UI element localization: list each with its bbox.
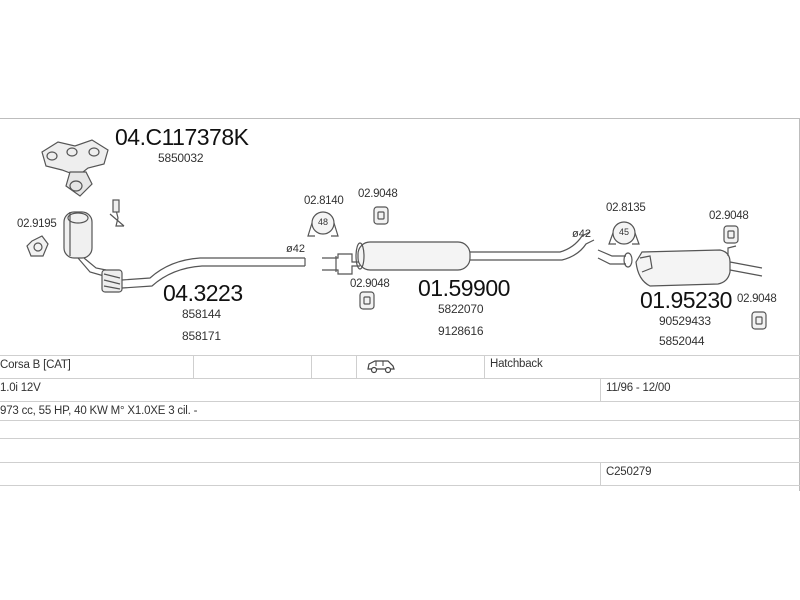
rear-pipe-diameter: ø42 <box>572 228 591 240</box>
table-divider <box>356 356 357 378</box>
rubber-mount-3-code: 02.9048 <box>709 210 749 222</box>
vehicle-body: Hatchback <box>490 358 543 370</box>
gasket-left-code: 02.9195 <box>17 218 57 230</box>
clamp-rear-size: 45 <box>619 227 630 237</box>
lambda-sensor-drawing <box>109 199 125 227</box>
table-divider <box>600 463 601 485</box>
vehicle-spec: 973 cc, 55 HP, 40 KW M° X1.0XE 3 cil. - <box>0 405 198 417</box>
rubber-mount-2-code: 02.9048 <box>350 278 390 290</box>
rear-silencer-drawing <box>597 245 763 287</box>
rubber-mount-3-drawing <box>723 225 739 244</box>
middle-silencer-code: 01.59900 <box>418 275 510 301</box>
front-pipe-oe-1: 858144 <box>182 307 221 321</box>
vehicle-years: 11/96 - 12/00 <box>606 382 671 394</box>
rubber-mount-4-drawing <box>751 311 767 330</box>
rear-silencer-code: 01.95230 <box>640 287 732 313</box>
table-rule <box>0 401 800 402</box>
rubber-mount-4-code: 02.9048 <box>737 293 777 305</box>
rear-silencer-oe-1: 90529433 <box>659 314 711 328</box>
rear-silencer-oe-2: 5852044 <box>659 334 705 348</box>
table-rule <box>0 438 800 439</box>
clamp-front-drawing <box>307 211 339 237</box>
front-pipe-oe-2: 858171 <box>182 329 221 343</box>
middle-silencer-oe-2: 9128616 <box>438 324 484 338</box>
clamp-rear-drawing <box>608 221 640 245</box>
table-divider <box>600 379 601 401</box>
table-rule <box>0 485 800 486</box>
table-divider <box>193 356 194 378</box>
clamp-rear-code: 02.8135 <box>606 202 646 214</box>
middle-silencer-drawing <box>322 231 595 275</box>
rubber-mount-2-drawing <box>359 291 375 310</box>
rubber-mount-1-code: 02.9048 <box>358 188 398 200</box>
table-rule <box>0 378 800 379</box>
clamp-front-code: 02.8140 <box>304 195 344 207</box>
gasket-left-drawing <box>26 235 49 257</box>
table-rule <box>0 420 800 421</box>
front-pipe-drawing <box>121 257 306 289</box>
rubber-mount-1-drawing <box>373 206 389 225</box>
manifold-catalyst-drawing <box>41 139 123 293</box>
front-pipe-diameter: ø42 <box>286 243 305 255</box>
catalog-number: C250279 <box>606 466 652 478</box>
front-pipe-code: 04.3223 <box>163 280 243 306</box>
manifold-cat-oe: 5850032 <box>158 151 204 165</box>
table-rule <box>0 462 800 463</box>
table-divider <box>311 356 312 378</box>
manifold-cat-code: 04.C117378K <box>115 124 249 150</box>
middle-silencer-oe-1: 5822070 <box>438 302 484 316</box>
vehicle-engine: 1.0i 12V <box>0 382 41 394</box>
hatchback-car-icon <box>367 360 395 374</box>
table-rule <box>0 355 800 356</box>
table-divider <box>484 356 485 378</box>
clamp-front-size: 48 <box>318 217 329 227</box>
vehicle-model: Corsa B [CAT] <box>0 359 71 371</box>
